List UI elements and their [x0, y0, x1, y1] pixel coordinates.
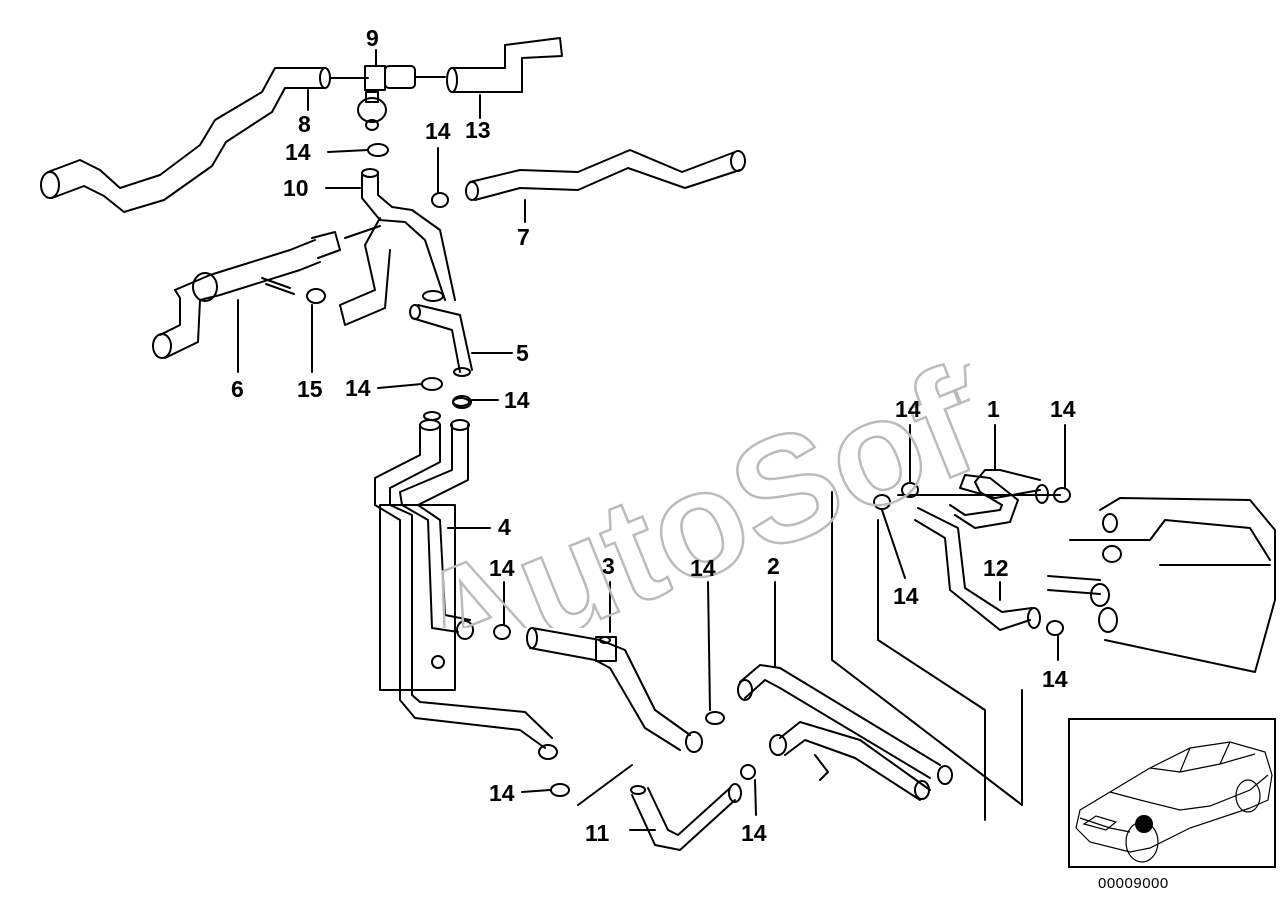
callout-part-4: 4 [498, 514, 511, 540]
callout-clamp-14: 14 [489, 555, 515, 581]
clamps-part-14 [367, 143, 1071, 797]
callout-clamp-14: 14 [489, 780, 515, 806]
callout-clamp-14: 14 [425, 118, 451, 144]
hose-part-12 [914, 507, 1041, 631]
callout-clamp-14: 14 [741, 820, 767, 846]
hose-part-5 [409, 304, 473, 377]
pipe-part-2 [737, 664, 953, 801]
callout-clamp-14: 14 [1042, 666, 1068, 692]
callout-part-15: 15 [297, 376, 323, 402]
callout-clamp-14: 14 [1050, 396, 1076, 422]
callout-part-5: 5 [516, 340, 529, 366]
valve-part-9 [329, 65, 446, 131]
callout-part-6: 6 [231, 376, 244, 402]
hose-part-6 [152, 231, 341, 359]
callout-clamp-14: 14 [895, 396, 921, 422]
callout-part-3: 3 [602, 553, 615, 579]
hose-part-8 [40, 67, 331, 213]
callout-part-9: 9 [366, 25, 379, 51]
bolt-part-15 [261, 277, 326, 304]
callout-part-13: 13 [465, 117, 491, 143]
callout-clamp-14: 14 [504, 387, 530, 413]
callout-part-11: 11 [585, 820, 610, 846]
callout-part-12: 12 [983, 555, 1009, 581]
hose-part-7 [465, 149, 746, 201]
hose-part-3 [456, 620, 703, 753]
callout-part-1: 1 [987, 396, 1000, 422]
pipe-part-4 [374, 397, 558, 760]
hose-part-1 [949, 469, 1049, 529]
callout-clamp-14: 14 [345, 375, 371, 401]
callout-clamp-14: 14 [690, 555, 716, 581]
vehicle-locator-thumbnail [1068, 718, 1276, 868]
callout-part-10: 10 [283, 175, 309, 201]
heater-core-box [1047, 497, 1276, 673]
assembly-frame [831, 491, 1061, 821]
hose-part-11 [630, 783, 742, 851]
diagram-reference-number: 00009000 [1098, 875, 1169, 892]
callout-part-7: 7 [517, 224, 530, 250]
callout-part-2: 2 [767, 553, 780, 579]
leader-lines [237, 49, 1066, 831]
black-dot-icon [1135, 815, 1153, 833]
callout-clamp-14: 14 [893, 583, 919, 609]
car-thumbnail-icon [1075, 741, 1273, 863]
hose-part-10 [339, 168, 456, 326]
callout-clamp-14: 14 [285, 139, 311, 165]
callout-part-8: 8 [298, 111, 311, 137]
hose-part-13 [446, 37, 563, 93]
